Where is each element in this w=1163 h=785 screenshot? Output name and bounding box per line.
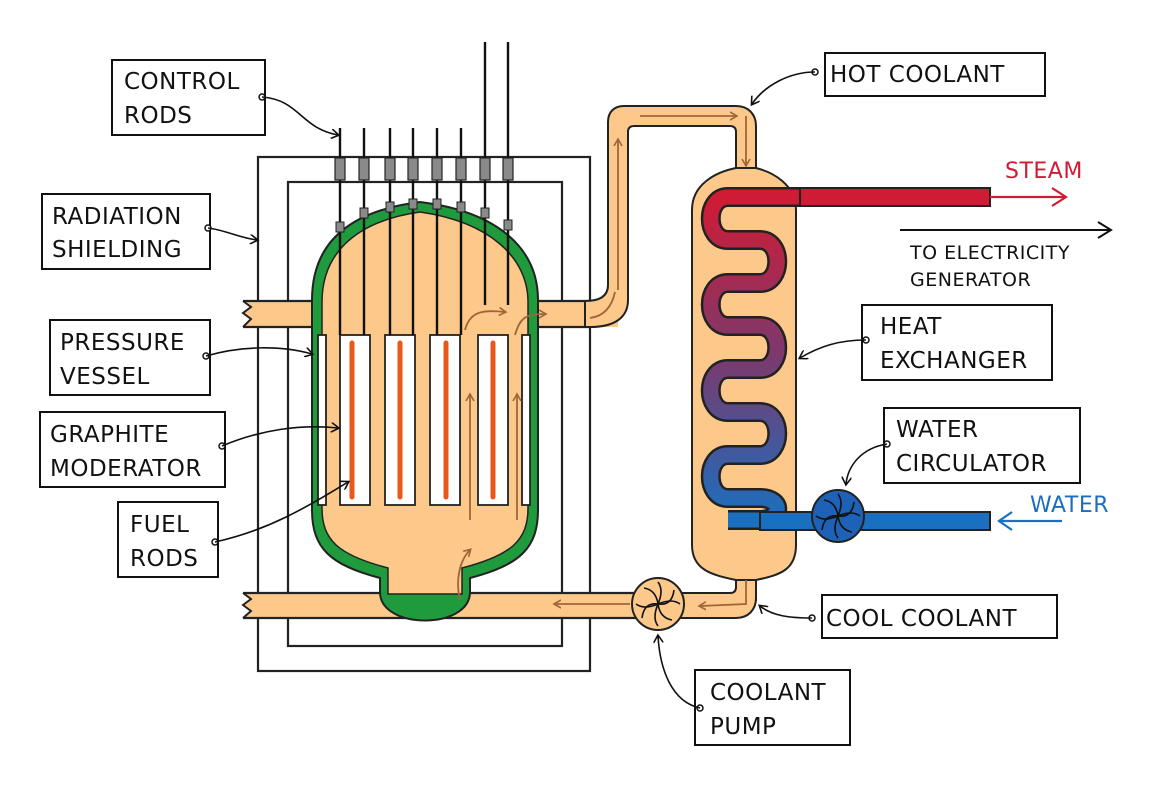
label-cool-coolant: COOL COOLANT [760, 594, 1058, 639]
water-circulator-icon [811, 489, 865, 543]
control-rods [334, 42, 514, 335]
svg-text:TO ELECTRICITY: TO ELECTRICITY [909, 242, 1070, 264]
heat-exchanger [679, 167, 991, 619]
svg-text:PRESSURE: PRESSURE [60, 330, 185, 356]
label-graphite-moderator: GRAPHITE MODERATOR [39, 411, 338, 488]
svg-text:CONTROL: CONTROL [124, 69, 240, 95]
svg-text:RADIATION: RADIATION [52, 204, 182, 230]
label-to-electricity-generator: TO ELECTRICITY GENERATOR [909, 242, 1070, 291]
steam-arrow [990, 187, 1069, 207]
svg-text:CIRCULATOR: CIRCULATOR [896, 451, 1047, 477]
svg-text:SHIELDING: SHIELDING [52, 237, 182, 263]
label-coolant-pump: COOLANT PUMP [658, 636, 851, 746]
svg-text:RODS: RODS [124, 103, 192, 129]
svg-text:COOLANT: COOLANT [710, 680, 827, 706]
label-pressure-vessel: PRESSURE VESSEL [49, 319, 312, 396]
coolant-pump-icon [631, 577, 685, 631]
svg-text:FUEL: FUEL [130, 512, 189, 538]
label-radiation-shielding: RADIATION SHIELDING [41, 193, 257, 270]
fuel-rods [349, 340, 496, 500]
label-hot-coolant: HOT COOLANT [752, 52, 1046, 104]
electricity-arrow [900, 221, 1113, 239]
svg-text:HOT COOLANT: HOT COOLANT [830, 62, 1005, 88]
pressure-vessel [311, 200, 539, 622]
label-water: WATER [1030, 493, 1109, 518]
label-water-circulator: WATER CIRCULATOR [846, 407, 1081, 484]
svg-text:VESSEL: VESSEL [60, 364, 150, 390]
coolant-flow-arrows [457, 116, 746, 606]
svg-text:COOL COOLANT: COOL COOLANT [826, 606, 1017, 632]
label-steam: STEAM [1005, 159, 1083, 184]
svg-text:PUMP: PUMP [710, 714, 776, 740]
label-heat-exchanger: HEAT EXCHANGER [800, 304, 1053, 381]
svg-text:HEAT: HEAT [880, 314, 942, 340]
svg-text:WATER: WATER [896, 417, 979, 443]
svg-text:MODERATOR: MODERATOR [50, 456, 202, 482]
svg-text:EXCHANGER: EXCHANGER [880, 348, 1028, 374]
water-arrow [997, 511, 1062, 531]
svg-text:GENERATOR: GENERATOR [910, 269, 1031, 291]
svg-text:RODS: RODS [130, 546, 198, 572]
hot-coolant-pipe [584, 105, 757, 328]
label-fuel-rods: FUEL RODS [117, 482, 348, 578]
label-control-rods: CONTROL RODS [111, 59, 338, 135]
svg-text:GRAPHITE: GRAPHITE [50, 422, 169, 448]
